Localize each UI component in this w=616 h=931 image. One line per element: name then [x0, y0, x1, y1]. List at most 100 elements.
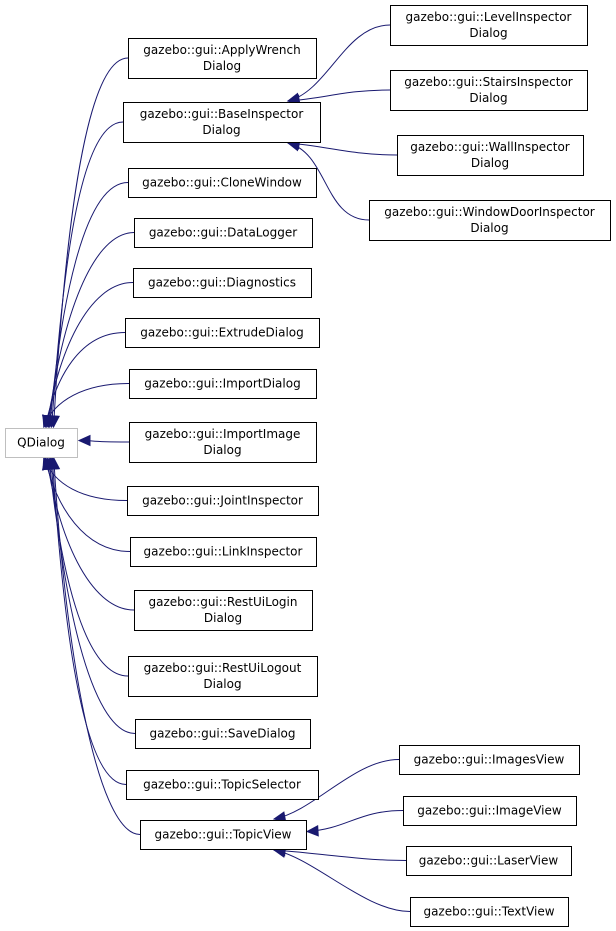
class-label: gazebo::gui::ImportDialog: [144, 377, 300, 391]
class-node-linkinspector[interactable]: gazebo::gui::LinkInspector: [130, 537, 317, 567]
class-node-importdialog[interactable]: gazebo::gui::ImportDialog: [129, 369, 317, 399]
class-box[interactable]: [403, 796, 577, 826]
class-label: Dialog: [203, 443, 241, 457]
class-box[interactable]: [410, 897, 569, 927]
class-label: gazebo::gui::ApplyWrench: [143, 43, 300, 57]
class-box[interactable]: [134, 218, 313, 248]
class-label: gazebo::gui::TextView: [423, 905, 554, 919]
class-label: gazebo::gui::LevelInspector: [406, 10, 572, 24]
class-box[interactable]: [129, 369, 317, 399]
class-box[interactable]: [399, 745, 580, 775]
class-label: gazebo::gui::BaseInspector: [140, 107, 304, 121]
class-label: gazebo::gui::RestUiLogin: [149, 595, 298, 609]
class-label: Dialog: [203, 677, 241, 691]
class-label: gazebo::gui::ImagesView: [414, 753, 565, 767]
class-node-jointinspector[interactable]: gazebo::gui::JointInspector: [127, 486, 319, 516]
class-label: gazebo::gui::ImportImage: [145, 427, 301, 441]
class-label: gazebo::gui::WallInspector: [410, 140, 570, 154]
class-node-clonewindow[interactable]: gazebo::gui::CloneWindow: [128, 168, 317, 198]
class-label: gazebo::gui::ImageView: [417, 804, 562, 818]
class-box[interactable]: [129, 422, 317, 463]
class-node-savedialog[interactable]: gazebo::gui::SaveDialog: [135, 719, 311, 749]
inheritance-edge: [287, 142, 398, 156]
class-node-imagesview[interactable]: gazebo::gui::ImagesView: [399, 745, 580, 775]
inheritance-edge: [287, 142, 370, 221]
class-node-textview[interactable]: gazebo::gui::TextView: [410, 897, 569, 927]
class-node-diagnostics[interactable]: gazebo::gui::Diagnostics: [133, 268, 312, 298]
class-label: gazebo::gui::SaveDialog: [149, 727, 295, 741]
class-label: gazebo::gui::DataLogger: [149, 226, 297, 240]
class-label: Dialog: [471, 156, 509, 170]
inheritance-arrowhead: [77, 434, 91, 447]
class-label: QDialog: [17, 436, 65, 450]
class-label: Dialog: [470, 221, 508, 235]
inheritance-edge: [273, 849, 407, 861]
class-box[interactable]: [134, 590, 313, 631]
class-box[interactable]: [390, 5, 588, 46]
class-label: gazebo::gui::CloneWindow: [142, 176, 302, 190]
class-node-topicview[interactable]: gazebo::gui::TopicView: [140, 820, 307, 850]
class-box[interactable]: [126, 770, 319, 800]
class-box[interactable]: [5, 428, 78, 458]
class-box[interactable]: [140, 820, 307, 850]
class-label: Dialog: [203, 59, 241, 73]
class-label: gazebo::gui::LinkInspector: [144, 545, 303, 559]
inheritance-edge: [273, 759, 400, 820]
class-node-datalogger[interactable]: gazebo::gui::DataLogger: [134, 218, 313, 248]
class-label: gazebo::gui::JointInspector: [142, 494, 303, 508]
class-node-qdialog[interactable]: QDialog: [5, 428, 78, 458]
class-box[interactable]: [128, 656, 318, 697]
class-box[interactable]: [127, 486, 319, 516]
inheritance-edge: [50, 457, 136, 734]
inheritance-edge: [287, 24, 391, 102]
class-label: gazebo::gui::Diagnostics: [148, 276, 296, 290]
inheritance-arrowhead: [305, 825, 319, 837]
class-box[interactable]: [406, 846, 572, 876]
class-label: gazebo::gui::TopicView: [155, 828, 292, 842]
inheritance-edge: [48, 457, 129, 677]
class-box[interactable]: [125, 318, 320, 348]
class-label: Dialog: [204, 611, 242, 625]
inheritance-arrowhead: [42, 414, 54, 429]
inheritance-edge: [53, 57, 129, 428]
class-box[interactable]: [390, 70, 588, 111]
inheritance-edge: [51, 457, 127, 785]
class-node-topicselector[interactable]: gazebo::gui::TopicSelector: [126, 770, 319, 800]
class-box[interactable]: [123, 102, 321, 143]
class-label: gazebo::gui::ExtrudeDialog: [140, 326, 304, 340]
class-label: gazebo::gui::TopicSelector: [143, 778, 301, 792]
class-node-laserview[interactable]: gazebo::gui::LaserView: [406, 846, 572, 876]
inheritance-edge: [273, 849, 411, 912]
inheritance-edge: [53, 457, 141, 835]
class-box[interactable]: [128, 168, 317, 198]
class-box[interactable]: [369, 200, 611, 241]
class-node-imageview[interactable]: gazebo::gui::ImageView: [403, 796, 577, 826]
class-box[interactable]: [128, 38, 317, 79]
inheritance-edge: [49, 182, 129, 428]
class-box[interactable]: [133, 268, 312, 298]
class-label: gazebo::gui::RestUiLogout: [144, 661, 302, 675]
class-label: Dialog: [469, 26, 507, 40]
inheritance-edge: [306, 810, 404, 832]
inheritance-edge: [46, 282, 134, 428]
edges-layer: [41, 24, 411, 912]
class-box[interactable]: [397, 135, 584, 176]
class-box[interactable]: [135, 719, 311, 749]
class-label: Dialog: [202, 123, 240, 137]
class-box[interactable]: [130, 537, 317, 567]
class-label: gazebo::gui::LaserView: [419, 854, 559, 868]
class-label: gazebo::gui::WindowDoorInspector: [384, 205, 595, 219]
nodes-layer: QDialoggazebo::gui::ApplyWrenchDialoggaz…: [5, 5, 611, 927]
class-label: Dialog: [469, 91, 507, 105]
class-node-extrudedialog[interactable]: gazebo::gui::ExtrudeDialog: [125, 318, 320, 348]
